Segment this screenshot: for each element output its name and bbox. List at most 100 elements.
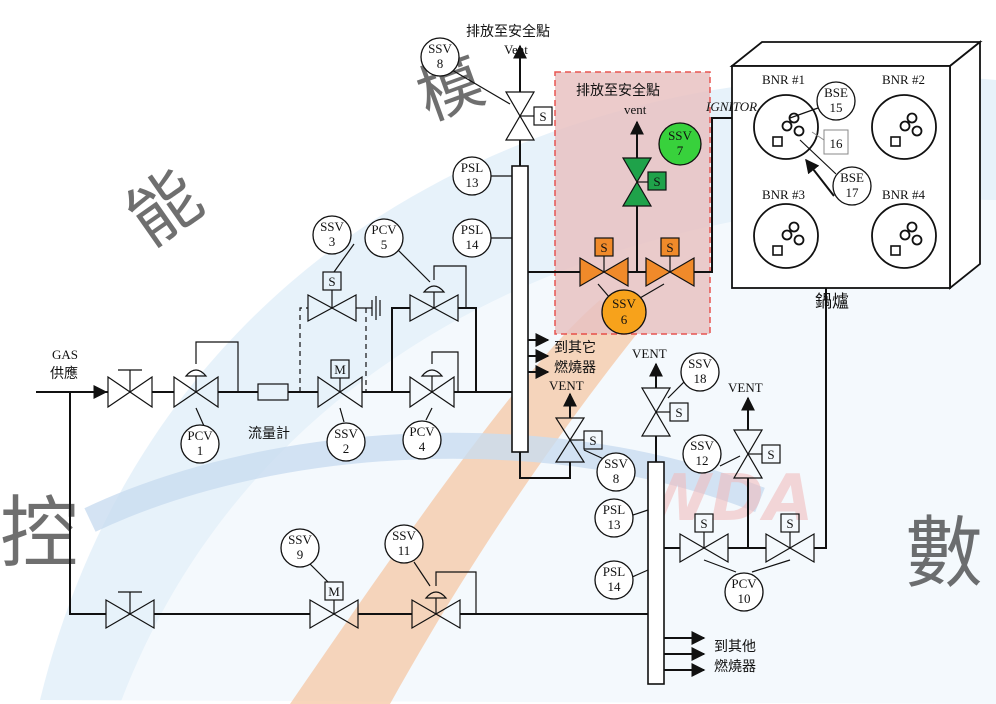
bubble-bse15: BSE 15	[816, 81, 856, 121]
burner-3	[753, 203, 819, 269]
to-other-burners-2a: 到其他	[714, 639, 756, 655]
bse16-label: 16	[830, 136, 844, 151]
svg-text:SSV: SSV	[688, 356, 712, 371]
svg-text:10: 10	[738, 591, 751, 606]
svg-text:2: 2	[343, 441, 350, 456]
vent-box-en: vent	[624, 102, 647, 117]
svg-text:8: 8	[613, 471, 620, 486]
burner-4	[871, 203, 937, 269]
ssv8b-solenoid: S	[589, 433, 596, 448]
bubble-ssv9: SSV 9	[280, 528, 320, 568]
to-other-burners-1a: 到其它	[554, 339, 596, 356]
svg-text:11: 11	[398, 543, 411, 558]
to-other-burners-1b: 燃燒器	[554, 359, 596, 376]
ssv2-motor: M	[334, 362, 346, 377]
header-pipe-2	[640, 195, 834, 685]
bubble-pcv4: PCV 4	[402, 420, 442, 460]
svg-text:7: 7	[677, 143, 684, 158]
svg-text:9: 9	[297, 547, 304, 562]
ssv6b-solenoid: S	[666, 240, 673, 255]
svg-text:13: 13	[608, 517, 621, 532]
igniter-label: IGNITOR	[705, 99, 757, 114]
bubble-ssv6: SSV 6	[601, 289, 647, 335]
ssv9-motor: M	[328, 584, 340, 599]
svg-text:6: 6	[621, 312, 628, 327]
watermark-char-4: 數	[905, 509, 983, 599]
svg-text:SSV: SSV	[288, 532, 312, 547]
svg-text:SSV: SSV	[334, 426, 358, 441]
bypass-loop	[299, 265, 477, 392]
ssv18-solenoid: S	[675, 405, 682, 420]
svg-text:PCV: PCV	[731, 576, 757, 591]
svg-text:8: 8	[437, 56, 444, 71]
boiler: BNR #1 BNR #2 BNR #3 BNR #4 16 鍋爐	[729, 40, 983, 312]
svg-text:PCV: PCV	[187, 428, 213, 443]
svg-text:3: 3	[329, 234, 336, 249]
header-pipe-1	[504, 44, 603, 479]
svg-text:14: 14	[608, 579, 622, 594]
svg-text:PSL: PSL	[461, 160, 483, 175]
svg-text:PSL: PSL	[603, 564, 625, 579]
vent-valve-group	[579, 111, 750, 288]
bubble-ssv7: SSV 7	[658, 122, 702, 166]
bubble-ssv18: SSV 18	[680, 352, 720, 392]
svg-text:PCV: PCV	[371, 222, 397, 237]
to-other-burners-2b: 燃燒器	[714, 658, 756, 675]
vent-label-c: VENT	[728, 380, 763, 395]
vent-label-b: VENT	[632, 346, 667, 361]
bubble-ssv2: SSV 2	[326, 422, 366, 462]
vent-label-a: VENT	[549, 378, 584, 393]
svg-text:13: 13	[466, 175, 479, 190]
leader-lines	[195, 69, 791, 587]
svg-text:PSL: PSL	[461, 222, 483, 237]
svg-text:SSV: SSV	[612, 296, 636, 311]
bubble-ssv8-b: SSV 8	[596, 452, 636, 492]
svg-text:12: 12	[696, 453, 709, 468]
bubble-bse17: BSE 17	[832, 166, 872, 206]
burner-2	[871, 94, 937, 160]
ssv11a-solenoid: S	[700, 516, 707, 531]
bubble-ssv3: SSV 3	[312, 215, 352, 255]
bnr4-label: BNR #4	[882, 187, 925, 202]
main-supply-line	[36, 341, 512, 409]
bubble-ssv12: SSV 12	[682, 434, 722, 474]
svg-text:SSV: SSV	[320, 219, 344, 234]
bubble-psl14-b: PSL 14	[594, 560, 634, 600]
bubble-pcv1: PCV 1	[180, 424, 220, 464]
svg-text:SSV: SSV	[668, 128, 692, 143]
bnr1-label: BNR #1	[762, 72, 805, 87]
vent-top-zh: 排放至安全點	[466, 23, 550, 40]
bubble-psl13-a: PSL 13	[452, 156, 492, 196]
supply-label: 供應	[50, 365, 78, 382]
ssv7-solenoid: S	[653, 174, 660, 189]
vent-box-zh: 排放至安全點	[576, 82, 660, 99]
svg-text:4: 4	[419, 439, 426, 454]
bubble-pcv10: SSV 11	[384, 524, 424, 564]
svg-text:5: 5	[381, 237, 388, 252]
svg-text:SSV: SSV	[428, 41, 452, 56]
lower-branch-line	[69, 392, 648, 630]
boiler-label: 鍋爐	[815, 292, 849, 312]
bubble-psl14-a: PSL 14	[452, 218, 492, 258]
bnr3-label: BNR #3	[762, 187, 805, 202]
ssv8-solenoid: S	[539, 109, 546, 124]
svg-text:SSV: SSV	[604, 456, 628, 471]
watermark-logo: WDA	[640, 462, 813, 536]
bnr2-label: BNR #2	[882, 72, 925, 87]
ssv12-solenoid: S	[767, 447, 774, 462]
svg-text:SSV: SSV	[392, 528, 416, 543]
flowmeter-label: 流量計	[248, 426, 290, 442]
ssv3-solenoid: S	[328, 274, 335, 289]
bubble-pcv5: PCV 5	[364, 218, 404, 258]
svg-text:14: 14	[466, 237, 480, 252]
svg-text:SSV: SSV	[690, 438, 714, 453]
svg-text:PSL: PSL	[603, 502, 625, 517]
svg-text:15: 15	[830, 100, 843, 115]
watermark-char-2: 能	[112, 154, 216, 261]
svg-text:1: 1	[197, 443, 204, 458]
svg-text:BSE: BSE	[824, 85, 848, 100]
bubble-psl13-b: PSL 13	[594, 498, 634, 538]
vent-top-en: Vent	[504, 42, 528, 57]
